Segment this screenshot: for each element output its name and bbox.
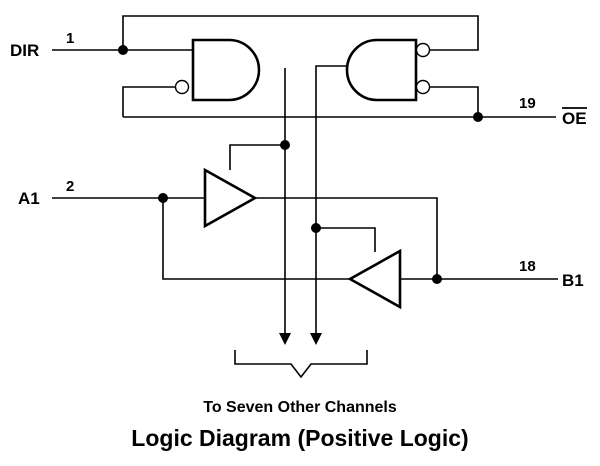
dir-pin-number: 1 bbox=[66, 30, 74, 47]
left-gate-input-bubble bbox=[174, 79, 190, 95]
right-gate-bottom-bubble bbox=[415, 79, 431, 95]
left-and-gate bbox=[191, 38, 261, 102]
arrowheads bbox=[279, 333, 322, 345]
oe-right-gate-wire bbox=[430, 86, 479, 117]
diagram-title: Logic Diagram (Positive Logic) bbox=[131, 425, 468, 451]
right-gate-top-bubble bbox=[415, 42, 431, 58]
ab-enable-junction-dot bbox=[280, 140, 290, 150]
dir-pin-label: DIR bbox=[10, 41, 39, 60]
right-gate-output-wire bbox=[315, 65, 346, 335]
a-to-b-buffer bbox=[203, 167, 258, 229]
b-to-a-buffer bbox=[347, 248, 402, 310]
ab-buffer-enable-wire bbox=[229, 144, 285, 170]
oe-junction-dot bbox=[473, 112, 483, 122]
b1-pin-number: 18 bbox=[519, 258, 536, 275]
right-and-gate bbox=[345, 38, 418, 102]
labels: DIR 1 A1 2 19 OE 18 B1 To Seven Other Ch… bbox=[10, 30, 587, 451]
oe-pin-label: OE bbox=[562, 109, 587, 128]
junctions bbox=[118, 45, 483, 284]
channel-brace bbox=[234, 350, 368, 379]
ba-buffer-output-wire bbox=[162, 198, 350, 280]
dir-loop-wire bbox=[122, 15, 479, 51]
channels-caption: To Seven Other Channels bbox=[203, 399, 397, 416]
b1-junction-dot bbox=[432, 274, 442, 284]
a1-pin-number: 2 bbox=[66, 178, 74, 195]
wires bbox=[52, 15, 558, 379]
oe-pin-number: 19 bbox=[519, 95, 536, 112]
a1-pin-label: A1 bbox=[18, 189, 40, 208]
gates bbox=[174, 38, 431, 310]
right-enable-arrowhead bbox=[310, 333, 322, 345]
b1-pin-label: B1 bbox=[562, 271, 584, 290]
oe-left-gate-wire bbox=[122, 86, 175, 117]
ba-enable-junction-dot bbox=[311, 223, 321, 233]
ab-buffer-output-wire bbox=[255, 197, 438, 279]
ba-buffer-enable-wire bbox=[316, 227, 376, 252]
dir-junction-dot bbox=[118, 45, 128, 55]
left-enable-arrowhead bbox=[279, 333, 291, 345]
a1-junction-dot bbox=[158, 193, 168, 203]
